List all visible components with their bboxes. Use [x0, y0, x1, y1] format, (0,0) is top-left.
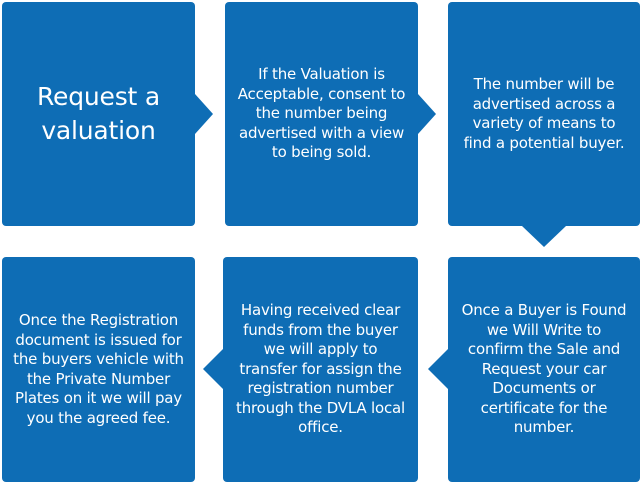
arrow-right-icon	[195, 94, 213, 134]
arrow-right-icon	[418, 94, 436, 134]
step-6-text: Once the Registration document is issued…	[13, 311, 184, 427]
step-4-text: Once a Buyer is Found we Will Write to c…	[461, 301, 627, 437]
step-4-box: Once a Buyer is Found we Will Write to c…	[448, 257, 640, 482]
step-2-box: If the Valuation is Acceptable, consent …	[225, 2, 418, 226]
arrow-left-icon	[428, 349, 448, 389]
step-3-text: The number will be advertised across a v…	[463, 75, 625, 152]
step-1-box: Request a valuation	[2, 2, 195, 226]
arrow-down-icon	[522, 226, 566, 247]
step-3-box: The number will be advertised across a v…	[448, 2, 640, 226]
step-2-text: If the Valuation is Acceptable, consent …	[237, 65, 406, 162]
arrow-left-icon	[203, 349, 223, 389]
step-6-box: Once the Registration document is issued…	[2, 257, 195, 482]
step-1-text: Request a valuation	[36, 82, 161, 145]
step-5-text: Having received clear funds from the buy…	[236, 301, 405, 437]
step-5-box: Having received clear funds from the buy…	[223, 257, 418, 482]
